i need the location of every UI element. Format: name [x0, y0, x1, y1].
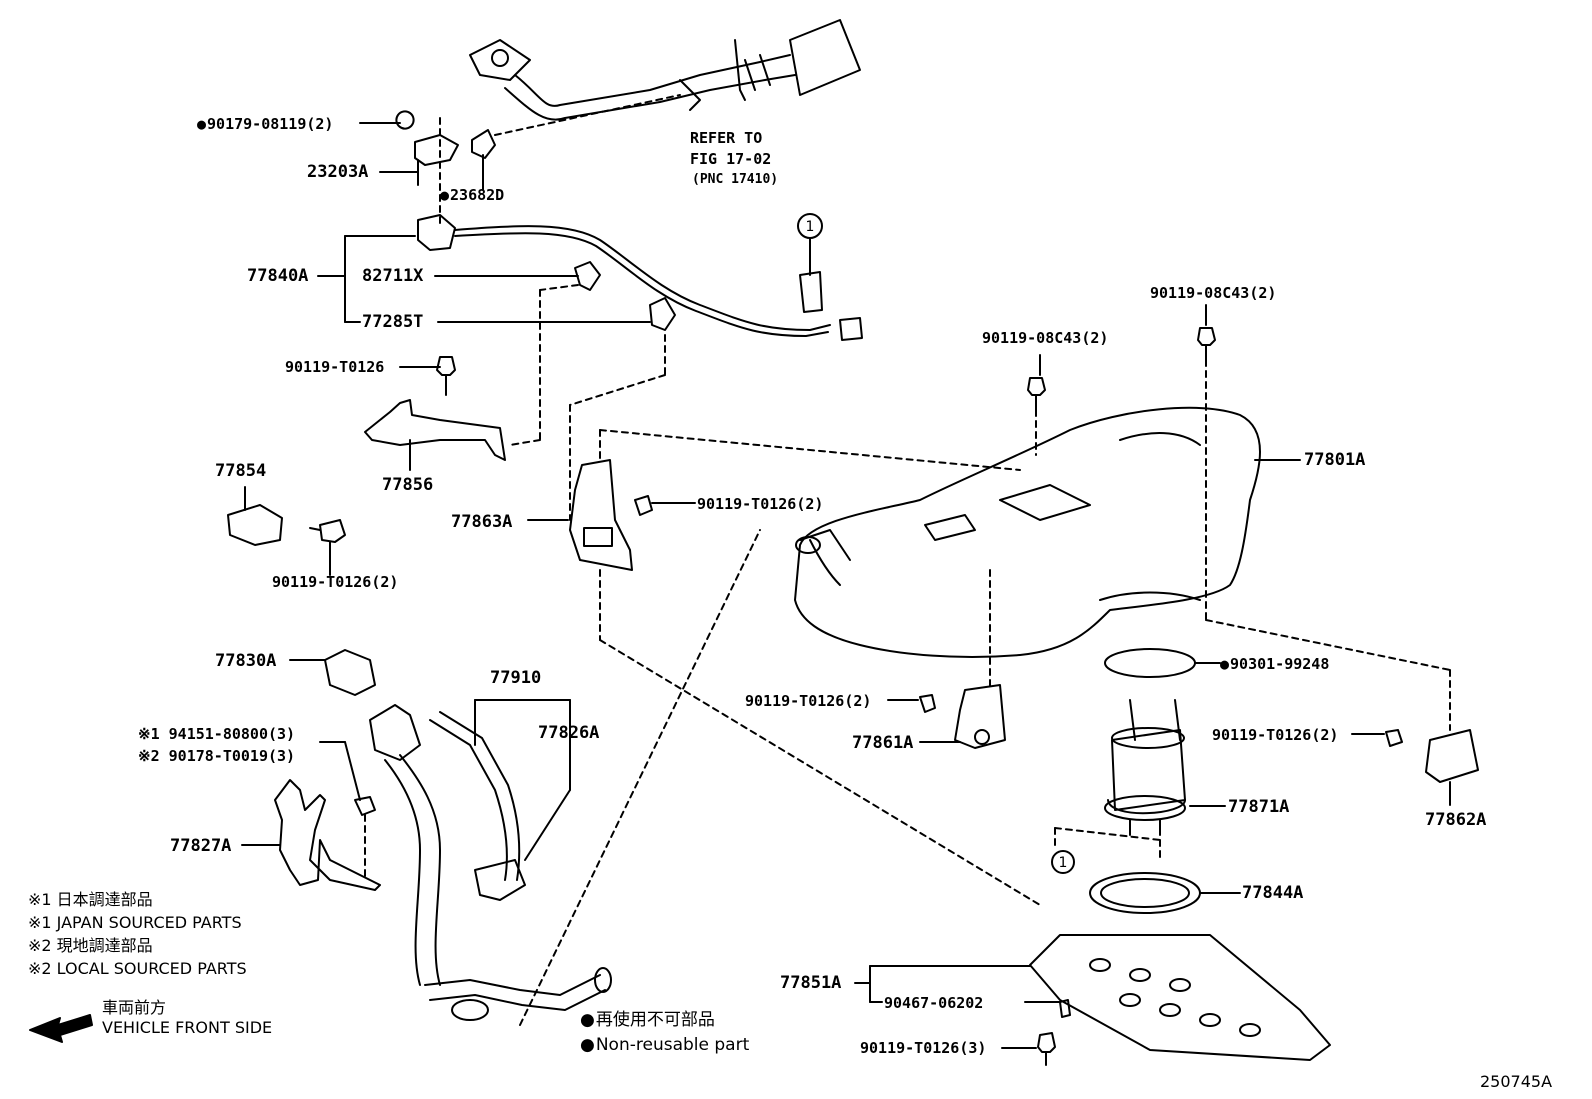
label-77856: 77856: [382, 475, 434, 495]
refer-line-3: (PNC 17410): [692, 172, 779, 187]
note-japan-sourced-en: ※1 JAPAN SOURCED PARTS: [28, 913, 242, 932]
label-77910: 77910: [490, 668, 542, 688]
label-77827a: 77827A: [170, 836, 232, 856]
label-90179-08119: 90179-08119(2): [197, 114, 333, 134]
fuel-tank-drawing: [794, 406, 1301, 658]
note-local-sourced-jp: ※2 現地調達部品: [28, 936, 153, 955]
circle-ref-bottom: 1: [1059, 855, 1068, 871]
filler-pipe-drawing: [324, 649, 612, 1021]
label-77830a: 77830A: [215, 651, 277, 671]
non-reusable-en: Non-reusable part: [580, 1035, 749, 1055]
refer-line-2: FIG 17-02: [690, 150, 772, 168]
vehicle-front-arrow-icon: [29, 1014, 93, 1043]
label-77826a: 77826A: [538, 723, 600, 743]
label-23682d: 23682D: [440, 185, 504, 205]
note-local-sourced-en: ※2 LOCAL SOURCED PARTS: [28, 959, 247, 978]
figure-id: 250745A: [1480, 1072, 1553, 1091]
label-23203a: 23203A: [307, 162, 369, 182]
protector-drawing: [1029, 934, 1331, 1061]
label-77863a: 77863A: [451, 512, 513, 532]
label-77840a: 77840A: [247, 266, 309, 286]
label-90467-06202: 90467-06202: [884, 994, 984, 1012]
label-77285t: 77285T: [362, 312, 424, 332]
label-82711x: 82711X: [362, 266, 424, 286]
label-90119-t0126-f: 90119-T0126(3): [860, 1039, 987, 1057]
non-reusable-jp: 再使用不可部品: [580, 1010, 715, 1030]
label-77801a: 77801A: [1304, 450, 1366, 470]
note-japan-sourced-jp: ※1 日本調達部品: [28, 890, 153, 909]
label-90178-t0019: ※2 90178-T0019(3): [138, 747, 296, 765]
label-77862a: 77862A: [1425, 810, 1487, 830]
label-90301-99248: 90301-99248: [1220, 654, 1329, 674]
wire-harness-drawing: [417, 213, 863, 341]
label-90119-08c43-b: 90119-08C43(2): [1150, 284, 1277, 302]
label-94151-80800: ※1 94151-80800(3): [138, 725, 296, 743]
refer-line-1: REFER TO: [690, 129, 763, 147]
label-90119-t0126-c: 90119-T0126(2): [697, 495, 824, 513]
vehicle-front-jp: 車両前方: [102, 998, 167, 1017]
label-77871a: 77871A: [1228, 797, 1290, 817]
fuel-pump-drawing: [1104, 699, 1226, 836]
label-90119-t0126-e: 90119-T0126(2): [1212, 726, 1339, 744]
label-90119-t0126-d: 90119-T0126(2): [745, 692, 872, 710]
label-90119-t0126-a: 90119-T0126: [285, 358, 385, 376]
vehicle-front-en: VEHICLE FRONT SIDE: [102, 1018, 273, 1037]
label-90119-08c43-a: 90119-08C43(2): [982, 329, 1109, 347]
exhaust-pipe-drawing: [469, 19, 861, 121]
circle-ref-top: 1: [806, 219, 815, 235]
label-77844a: 77844A: [1242, 883, 1304, 903]
label-77854: 77854: [215, 461, 267, 481]
label-77861a: 77861A: [852, 733, 914, 753]
label-77851a: 77851A: [780, 973, 842, 993]
label-90119-t0126-b: 90119-T0126(2): [272, 573, 399, 591]
